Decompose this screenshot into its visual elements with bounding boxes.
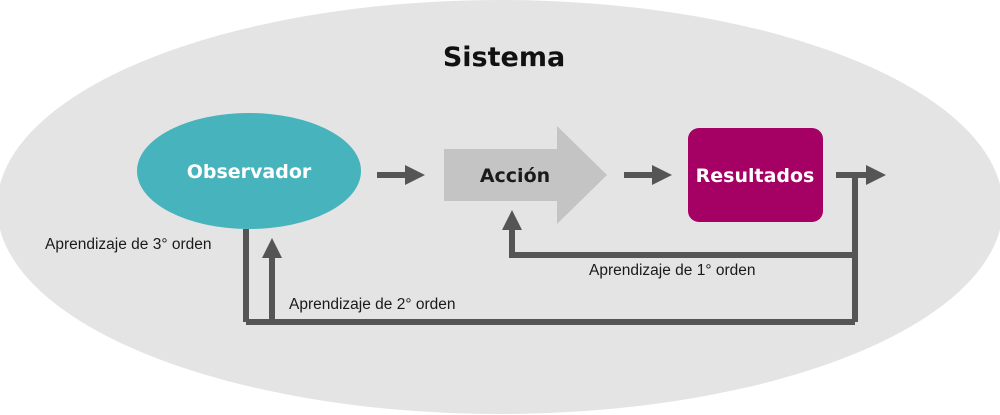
arrow-observador-to-accion [377,165,425,185]
second-order-label: Aprendizaje de 2° orden [289,296,455,313]
system-title: Sistema [443,42,565,73]
first-order-label: Aprendizaje de 1° orden [589,262,755,279]
second-order-loop [262,238,282,322]
accion-node [444,126,607,224]
accion-label: Acción [480,165,550,187]
observador-node [137,113,361,229]
third-order-label: Aprendizaje de 3° orden [45,236,211,253]
resultados-node [688,128,823,222]
resultados-label: Resultados [696,165,815,187]
observador-label: Observador [187,161,312,183]
arrow-accion-to-resultados [624,165,672,185]
first-order-loop [502,210,855,258]
